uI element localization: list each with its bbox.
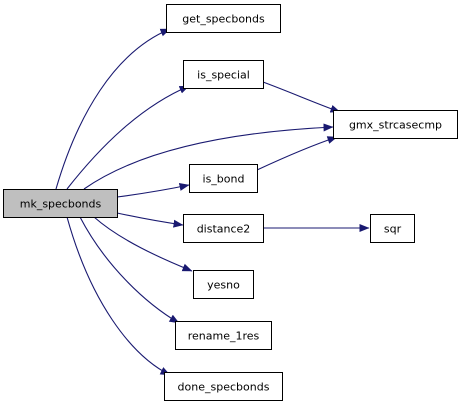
edge-mk-specbonds-to-is-bond: [116, 183, 190, 198]
node-get-specbonds[interactable]: get_specbonds: [166, 4, 281, 33]
node-mk-specbonds: mk_specbonds: [3, 189, 118, 218]
node-label: is_bond: [203, 173, 245, 186]
edge-mk-specbonds-to-yesno: [93, 216, 193, 272]
node-label: rename_1res: [188, 330, 260, 343]
node-label: distance2: [197, 223, 251, 236]
edge-mk-specbonds-to-is-special: [66, 85, 190, 190]
node-label: gmx_strcasecmp: [349, 119, 442, 132]
node-sqr[interactable]: sqr: [370, 214, 415, 243]
edge-mk-specbonds-to-gmx-strcasecmp: [83, 123, 334, 190]
node-gmx-strcasecmp[interactable]: gmx_strcasecmp: [333, 110, 458, 139]
node-box: [3, 189, 118, 218]
node-label: done_specbonds: [178, 381, 270, 394]
node-box: [189, 164, 258, 193]
edge-mk-specbonds-to-get-specbonds: [55, 28, 171, 190]
edge-mk-specbonds-to-rename-1res: [79, 216, 180, 324]
nodes-layer: mk_specbonds get_specbonds is_special gmx_s…: [3, 4, 458, 401]
node-rename-1res[interactable]: rename_1res: [175, 321, 272, 350]
node-done-specbonds[interactable]: done_specbonds: [164, 372, 283, 401]
node-is-special[interactable]: is_special: [183, 60, 264, 89]
edge-is-bond-to-gmx-strcasecmp: [256, 136, 338, 171]
node-label: sqr: [384, 223, 402, 236]
node-box: [193, 270, 254, 299]
node-is-bond[interactable]: is_bond: [189, 164, 258, 193]
node-box: [183, 214, 264, 243]
node-box: [370, 214, 415, 243]
node-box: [164, 372, 283, 401]
node-yesno[interactable]: yesno: [193, 270, 254, 299]
edge-mk-specbonds-to-done-specbonds: [66, 216, 171, 376]
node-distance2[interactable]: distance2: [183, 214, 264, 243]
edge-is-special-to-gmx-strcasecmp: [262, 81, 341, 113]
edge-mk-specbonds-to-distance2: [116, 212, 184, 228]
node-label: get_specbonds: [182, 13, 265, 26]
edges-layer: [55, 28, 370, 376]
node-box: [166, 4, 281, 33]
node-box: [183, 60, 264, 89]
node-box: [175, 321, 272, 350]
node-label: yesno: [207, 279, 240, 292]
node-box: [333, 110, 458, 139]
node-label: is_special: [197, 69, 250, 82]
node-label: mk_specbonds: [20, 198, 102, 211]
